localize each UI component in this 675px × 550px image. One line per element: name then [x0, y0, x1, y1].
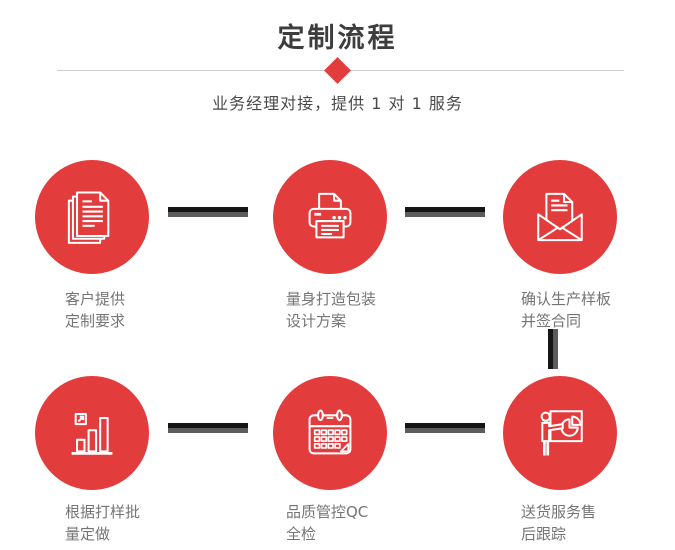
bar-chart-icon [71, 412, 113, 455]
step-label-line: 确认生产样板 [521, 290, 612, 308]
printer-icon [308, 192, 352, 239]
step-label-line: 根据打样批 [65, 503, 141, 521]
step-label-line: 并签合同 [521, 312, 582, 330]
step-label-1: 客户提供 定制要求 [65, 288, 125, 332]
step-circle-2 [273, 160, 387, 274]
step-label-line: 送货服务售 [521, 503, 597, 521]
step-label-2: 量身打造包装 设计方案 [286, 288, 376, 332]
step-label-line: 全检 [286, 525, 317, 543]
connector-step1-step2 [168, 207, 248, 217]
page-subtitle: 业务经理对接，提供 1 对 1 服务 [212, 94, 463, 113]
step-label-line: 量定做 [65, 525, 111, 543]
step-label-line: 后跟踪 [521, 525, 567, 543]
calendar-icon [308, 409, 352, 455]
presentation-icon [540, 410, 583, 456]
connector-step3-step6 [548, 329, 558, 369]
diamond-icon [324, 57, 351, 84]
step-label-6: 送货服务售 后跟踪 [521, 501, 596, 545]
step-circle-4 [35, 376, 149, 490]
step-label-line: 量身打造包装 [286, 290, 377, 308]
step-label-line: 品质管控QC [286, 503, 369, 521]
step-circle-6 [503, 376, 617, 490]
connector-step5-step6 [405, 423, 485, 433]
connector-step4-step5 [168, 423, 248, 433]
envelope-icon [537, 192, 583, 242]
step-label-line: 定制要求 [65, 312, 126, 330]
page-title: 定制流程 [277, 23, 398, 54]
connector-step2-step3 [405, 207, 485, 217]
step-label-4: 根据打样批 量定做 [65, 501, 140, 545]
step-label-5: 品质管控QC 全检 [286, 501, 368, 545]
step-label-line: 客户提供 [65, 290, 126, 308]
step-circle-1 [35, 160, 149, 274]
step-label-3: 确认生产样板 并签合同 [521, 288, 611, 332]
step-circle-3 [503, 160, 617, 274]
step-circle-5 [273, 376, 387, 490]
step-label-line: 设计方案 [286, 312, 347, 330]
documents-icon [67, 191, 110, 244]
